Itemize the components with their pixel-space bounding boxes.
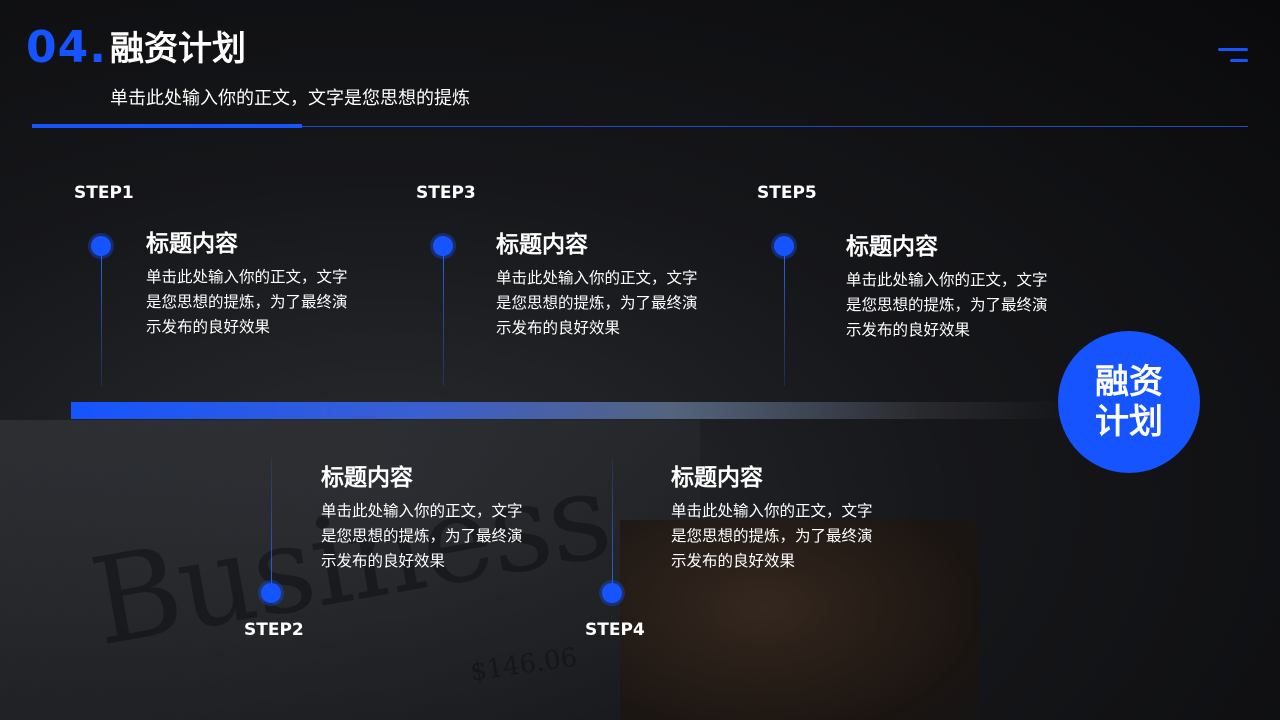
page-title: 融资计划 [110, 32, 246, 66]
step-title: 标题内容 [496, 225, 588, 259]
timeline-connector [271, 458, 272, 584]
timeline-dot [774, 236, 794, 256]
step-text: 单击此处输入你的正文，文字是您思想的提炼，为了最终演示发布的良好效果 [671, 499, 886, 574]
step-label: STEP5 [757, 183, 817, 203]
timeline-dot [602, 583, 622, 603]
step-title: 标题内容 [321, 458, 413, 492]
timeline-dot [433, 236, 453, 256]
step-text: 单击此处输入你的正文，文字是您思想的提炼，为了最终演示发布的良好效果 [496, 266, 711, 341]
step-title: 标题内容 [671, 458, 763, 492]
timeline-connector [101, 256, 102, 386]
step-label: STEP4 [585, 620, 645, 640]
step-text: 单击此处输入你的正文，文字是您思想的提炼，为了最终演示发布的良好效果 [846, 268, 1061, 343]
center-badge: 融资计划 [1058, 331, 1200, 473]
step-text: 单击此处输入你的正文，文字是您思想的提炼，为了最终演示发布的良好效果 [321, 499, 536, 574]
step-label: STEP1 [74, 183, 134, 203]
timeline-connector [784, 256, 785, 386]
timeline-bar [71, 402, 1071, 419]
section-number: 04. [26, 26, 107, 70]
timeline-connector [443, 256, 444, 386]
page-subtitle: 单击此处输入你的正文，文字是您思想的提炼 [110, 84, 470, 110]
header-divider-accent [32, 124, 302, 128]
timeline-dot [261, 583, 281, 603]
step-title: 标题内容 [846, 227, 938, 261]
step-label: STEP3 [416, 183, 476, 203]
menu-icon[interactable] [1218, 48, 1248, 64]
center-badge-text: 融资计划 [1089, 362, 1169, 442]
step-title: 标题内容 [146, 224, 238, 258]
timeline-connector [612, 458, 613, 584]
timeline-dot [91, 236, 111, 256]
step-label: STEP2 [244, 620, 304, 640]
step-text: 单击此处输入你的正文，文字是您思想的提炼，为了最终演示发布的良好效果 [146, 265, 361, 340]
